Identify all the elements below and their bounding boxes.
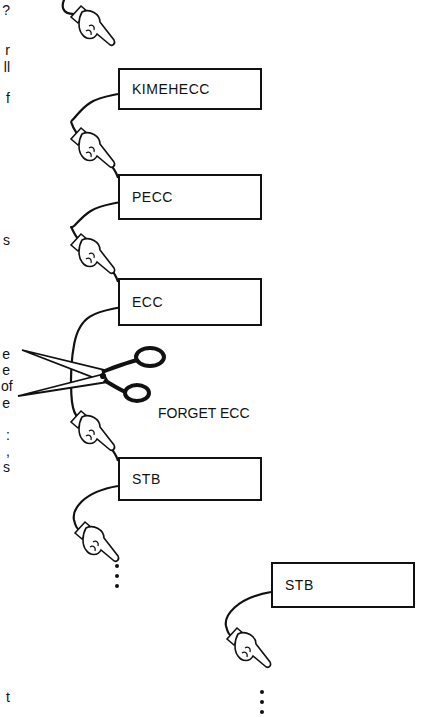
margin-text-fragment: r: [5, 42, 10, 58]
list-cell-box: STB: [271, 562, 415, 608]
list-cell-box: STB: [118, 457, 262, 501]
list-cell-box: KIMEHECC: [118, 68, 262, 110]
pointing-hand: [71, 6, 115, 45]
margin-text-fragment: ll: [4, 59, 10, 75]
margin-text-fragment: f: [6, 90, 10, 106]
pointing-hand: [71, 411, 115, 450]
margin-text-fragment: ?: [2, 2, 10, 18]
margin-text-fragment: :: [6, 427, 10, 443]
cell-name: STB: [132, 471, 161, 487]
annotation: FORGET ECC: [158, 405, 250, 421]
margin-text-fragment: s: [3, 459, 10, 475]
pointing-hand: [71, 128, 115, 167]
cord: [226, 592, 271, 636]
scissors: [18, 348, 164, 401]
margin-text-fragment: e: [2, 395, 10, 411]
margin-text-fragment: s: [3, 232, 10, 248]
list-cell-box: PECC: [118, 174, 262, 220]
pointer-cord: [71, 203, 118, 282]
pointer-cord: [71, 94, 118, 178]
pointing-hand: [227, 628, 271, 667]
list-cell-box: ECC: [118, 278, 262, 326]
margin-text-fragment: e: [2, 362, 10, 378]
cell-name: ECC: [132, 294, 163, 310]
continuation-dots: [260, 690, 264, 714]
cell-name: STB: [285, 577, 314, 593]
margin-text-fragment: ,: [6, 443, 10, 459]
cell-name: PECC: [132, 189, 173, 205]
cord: [74, 486, 118, 530]
margin-text-fragment: t: [6, 689, 10, 705]
cell-name: KIMEHECC: [132, 81, 210, 97]
pointing-hand: [71, 234, 115, 273]
pointing-hand: [75, 522, 119, 561]
cord: [63, 0, 74, 14]
margin-text-fragment: e: [2, 346, 10, 362]
continuation-dots: [115, 564, 119, 588]
margin-text-fragment: of: [1, 378, 13, 394]
